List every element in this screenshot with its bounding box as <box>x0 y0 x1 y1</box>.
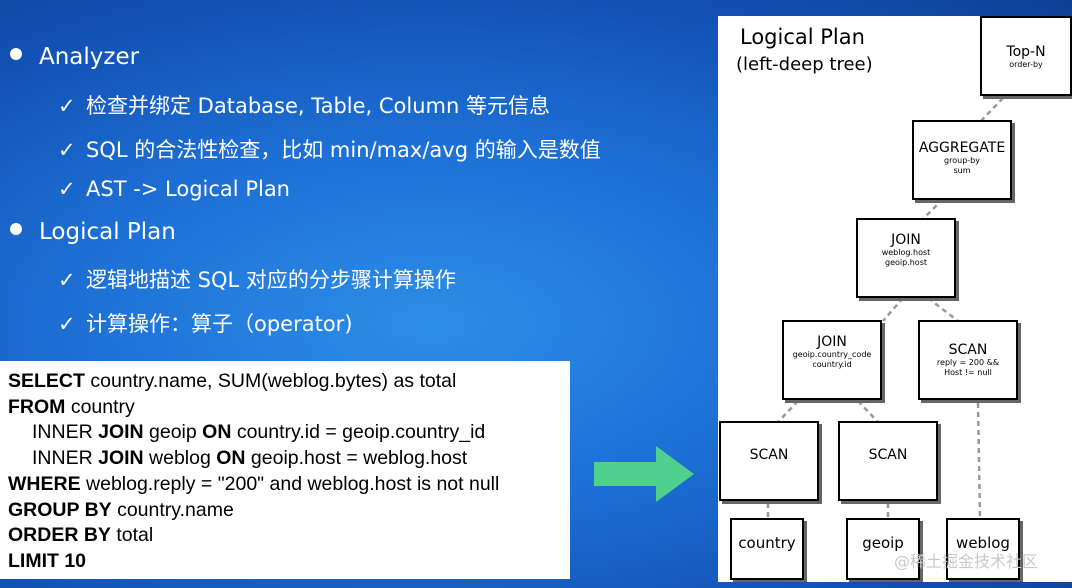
plan-node-join-country: JOIN geoip.country_code country.id <box>782 320 882 400</box>
sql-line: INNER JOIN weblog ON geoip.host = weblog… <box>32 447 468 470</box>
bullet-dot-icon <box>10 48 22 60</box>
sql-line: ORDER BY total <box>8 524 154 547</box>
sql-query-box: SELECT country.name, SUM(weblog.bytes) a… <box>0 361 570 579</box>
plan-node-topn: Top-N order-by <box>980 16 1072 96</box>
analyzer-item-1: ✓检查并绑定 Database, Table, Column 等元信息 <box>58 94 550 118</box>
right-arrow-icon <box>594 446 694 502</box>
section-analyzer: Analyzer <box>10 44 139 70</box>
plan-edges <box>766 97 1004 520</box>
sql-line: WHERE weblog.reply = "200" and weblog.ho… <box>8 472 500 495</box>
analyzer-item-2: ✓SQL 的合法性检查，比如 min/max/avg 的输入是数值 <box>58 138 601 162</box>
checkmark-icon: ✓ <box>58 312 76 336</box>
plan-title: Logical Plan <box>740 25 865 49</box>
sql-line: FROM country <box>8 395 135 418</box>
plan-node-scan-geoip: SCAN <box>838 421 938 501</box>
table-leaf-weblog: weblog <box>946 518 1020 580</box>
section-logical-plan: Logical Plan <box>10 219 176 245</box>
plan-node-scan-country: SCAN <box>719 421 819 501</box>
sql-line: INNER JOIN geoip ON country.id = geoip.c… <box>32 421 486 444</box>
checkmark-icon: ✓ <box>58 94 76 118</box>
checkmark-icon: ✓ <box>58 268 76 292</box>
checkmark-icon: ✓ <box>58 177 76 201</box>
table-leaf-geoip: geoip <box>846 518 920 580</box>
plan-node-join-weblog: JOIN weblog.host geoip.host <box>856 218 956 298</box>
plan-node-scan-weblog-filter: SCAN reply = 200 && Host != null <box>918 320 1018 400</box>
logical-plan-panel: Logical Plan (left-deep tree) Top-N orde… <box>718 16 1072 582</box>
checkmark-icon: ✓ <box>58 138 76 162</box>
plan-subtitle: (left-deep tree) <box>736 54 873 75</box>
sql-line: GROUP BY country.name <box>8 498 234 521</box>
bullet-dot-icon <box>10 223 22 235</box>
sql-line: LIMIT 10 <box>8 549 87 572</box>
logical-plan-item-2: ✓计算操作：算子（operator) <box>58 312 353 336</box>
plan-node-aggregate: AGGREGATE group-by sum <box>912 120 1012 200</box>
watermark-text: @稀土掘金技术社区 <box>894 552 1039 571</box>
analyzer-item-3: ✓AST -> Logical Plan <box>58 177 290 201</box>
table-leaf-country: country <box>730 518 804 580</box>
logical-plan-item-1: ✓逻辑地描述 SQL 对应的分步骤计算操作 <box>58 268 456 292</box>
sql-line: SELECT country.name, SUM(weblog.bytes) a… <box>8 370 457 392</box>
